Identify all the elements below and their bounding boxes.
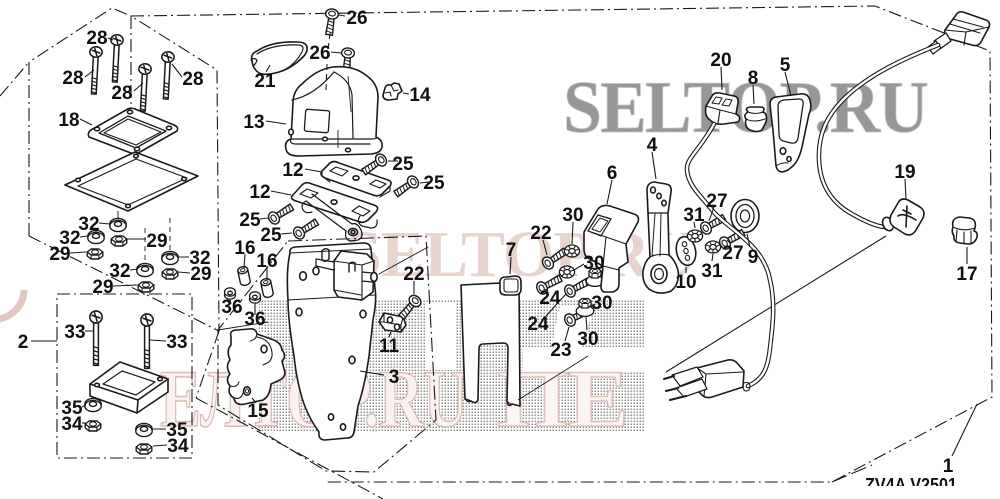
svg-text:26: 26 — [309, 43, 330, 64]
svg-text:14: 14 — [409, 85, 431, 106]
svg-text:30: 30 — [562, 205, 583, 226]
svg-text:SELTOP.RU: SELTOP.RU — [345, 218, 696, 291]
svg-text:25: 25 — [392, 154, 414, 175]
svg-text:12: 12 — [249, 182, 270, 203]
svg-text:29: 29 — [49, 244, 70, 265]
svg-text:31: 31 — [683, 205, 705, 226]
svg-text:15: 15 — [247, 401, 269, 422]
svg-text:35: 35 — [166, 420, 188, 441]
svg-text:33: 33 — [166, 332, 187, 353]
svg-text:28: 28 — [62, 68, 83, 89]
svg-text:3: 3 — [389, 367, 400, 388]
svg-text:23: 23 — [550, 340, 571, 361]
svg-text:28: 28 — [182, 69, 203, 90]
svg-text:27: 27 — [706, 191, 727, 212]
svg-text:13: 13 — [243, 112, 264, 133]
svg-text:36: 36 — [221, 297, 242, 318]
svg-text:26: 26 — [346, 8, 367, 29]
svg-text:17: 17 — [956, 264, 977, 285]
svg-text:5: 5 — [780, 55, 791, 76]
svg-text:19: 19 — [894, 162, 915, 183]
svg-text:33: 33 — [64, 322, 85, 343]
svg-text:35: 35 — [61, 398, 83, 419]
svg-text:28: 28 — [86, 28, 107, 49]
svg-text:2: 2 — [18, 332, 29, 353]
svg-text:9: 9 — [748, 247, 759, 268]
svg-text:20: 20 — [710, 50, 731, 71]
svg-text:25: 25 — [239, 210, 261, 231]
svg-text:36: 36 — [244, 309, 265, 330]
svg-text:29: 29 — [146, 231, 167, 252]
svg-text:18: 18 — [58, 110, 79, 131]
svg-text:34: 34 — [167, 436, 189, 457]
svg-text:10: 10 — [675, 272, 696, 293]
svg-text:28: 28 — [111, 83, 132, 104]
svg-text:25: 25 — [423, 173, 445, 194]
svg-text:30: 30 — [583, 253, 604, 274]
svg-text:22: 22 — [530, 223, 551, 244]
svg-text:8: 8 — [748, 68, 759, 89]
svg-text:24: 24 — [527, 314, 549, 335]
svg-text:1: 1 — [943, 456, 954, 477]
svg-text:32: 32 — [189, 248, 210, 269]
svg-text:30: 30 — [577, 329, 598, 350]
svg-text:29: 29 — [92, 277, 113, 298]
svg-text:22: 22 — [403, 264, 424, 285]
svg-text:30: 30 — [591, 293, 612, 314]
svg-text:29: 29 — [190, 264, 211, 285]
svg-text:27: 27 — [722, 243, 743, 264]
svg-text:24: 24 — [539, 288, 561, 309]
svg-text:16: 16 — [256, 251, 277, 272]
svg-text:16: 16 — [234, 238, 255, 259]
svg-text:32: 32 — [109, 261, 130, 282]
svg-text:11: 11 — [379, 336, 400, 357]
svg-text:6: 6 — [607, 163, 618, 184]
svg-text:32: 32 — [78, 214, 99, 235]
svg-text:4: 4 — [647, 135, 658, 156]
svg-text:21: 21 — [254, 71, 276, 92]
svg-text:31: 31 — [701, 261, 723, 282]
svg-text:34: 34 — [61, 414, 83, 435]
svg-text:32: 32 — [59, 228, 80, 249]
svg-text:7: 7 — [506, 240, 517, 261]
svg-text:12: 12 — [282, 160, 303, 181]
svg-text:25: 25 — [260, 225, 282, 246]
